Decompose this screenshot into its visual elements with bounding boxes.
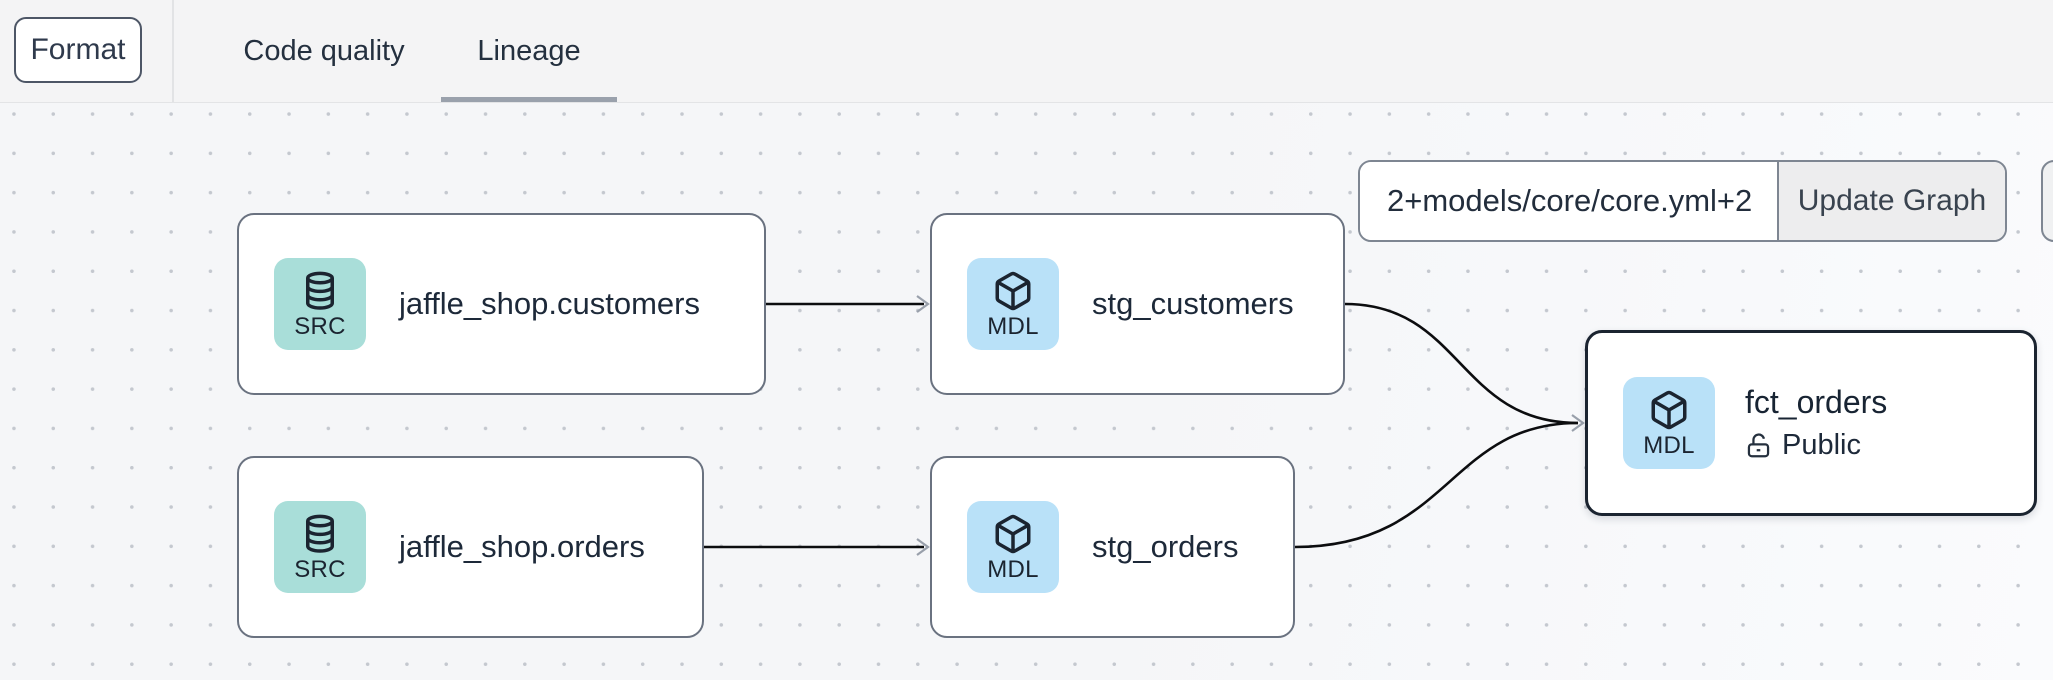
model-type-badge: MDL: [967, 258, 1059, 350]
graph-node-stg-customers[interactable]: MDL stg_customers: [930, 213, 1345, 395]
node-label: jaffle_shop.customers: [399, 286, 700, 321]
database-icon: [306, 514, 334, 553]
node-label: fct_orders: [1745, 384, 1888, 420]
source-type-badge: SRC: [274, 258, 366, 350]
unlock-icon: [1747, 433, 1770, 458]
access-label: Public: [1782, 429, 1861, 461]
format-button[interactable]: Format: [14, 17, 142, 83]
model-type-badge: MDL: [1623, 377, 1715, 469]
tab-lineage[interactable]: Lineage: [477, 34, 581, 67]
cube-icon: [995, 271, 1031, 310]
tab-code-quality[interactable]: Code quality: [243, 34, 405, 67]
lineage-selector-group: Update Graph: [1358, 160, 2007, 242]
cube-icon: [1651, 390, 1687, 429]
active-tab-underline: [441, 97, 617, 102]
update-graph-button[interactable]: Update Graph: [1777, 162, 2005, 240]
resource-type-label: SRC: [294, 312, 346, 340]
resource-type-label: MDL: [987, 555, 1039, 583]
graph-node-stg-orders[interactable]: MDL stg_orders: [930, 456, 1295, 638]
lineage-canvas[interactable]: SRC jaffle_shop.customers MDL stg_custom…: [0, 102, 2053, 680]
offscreen-button-partial[interactable]: [2041, 160, 2053, 242]
graph-node-jaffle-shop-orders[interactable]: SRC jaffle_shop.orders: [237, 456, 704, 638]
arrowhead-stg-customers: [916, 295, 930, 313]
arrowhead-stg-orders: [916, 538, 930, 556]
header-divider: [172, 0, 174, 102]
resource-type-label: MDL: [1643, 431, 1695, 459]
node-label: stg_customers: [1092, 286, 1294, 321]
node-access-row: Public: [1745, 429, 1887, 462]
arrowhead-fct-orders: [1571, 414, 1585, 432]
edge-stg-customers-to-fct-orders: [1344, 302, 1579, 425]
cube-icon: [995, 514, 1031, 553]
database-icon: [306, 271, 334, 310]
resource-type-label: MDL: [987, 312, 1039, 340]
edge-stg-orders-to-fct-orders: [1294, 421, 1579, 549]
graph-node-fct-orders[interactable]: MDL fct_orders Public: [1585, 330, 2037, 516]
resource-type-label: SRC: [294, 555, 346, 583]
graph-node-jaffle-shop-customers[interactable]: SRC jaffle_shop.customers: [237, 213, 766, 395]
source-type-badge: SRC: [274, 501, 366, 593]
node-label: jaffle_shop.orders: [399, 529, 645, 564]
node-label: stg_orders: [1092, 529, 1239, 564]
lineage-selector-input[interactable]: [1360, 162, 1777, 240]
editor-header: Format Code quality Lineage: [0, 0, 2053, 103]
model-type-badge: MDL: [967, 501, 1059, 593]
